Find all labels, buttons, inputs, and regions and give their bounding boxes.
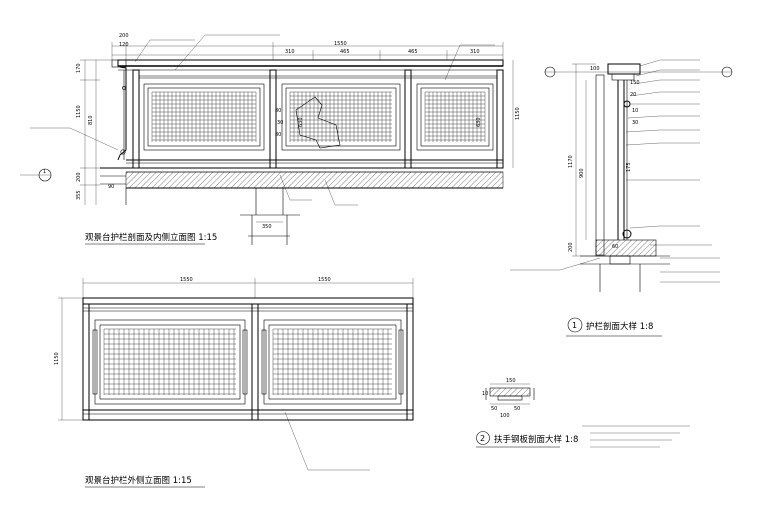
dim-310-left: 310 [285,49,295,55]
dim-80-a: 80 [275,108,281,114]
handrail-dim-50-a: 50 [491,406,497,412]
mesh-panel-right [424,91,486,142]
dim-355: 355 [76,190,82,200]
dim-120: 120 [119,42,129,48]
detail-dim-900: 900 [579,168,585,178]
dim-1550: 1550 [334,41,347,47]
detail-dim-150: 150 [630,80,640,86]
detail-dim-60: 60 [612,244,618,250]
dim-outer-1550-b: 1550 [318,277,331,283]
detail-number-1: 1 [572,321,577,330]
dim-80-b: 80 [275,132,281,138]
detail-section-drawing: 100 1170 900 200 60 150 20 10 30 175 [510,59,733,292]
outer-mesh-left [103,328,236,395]
detail-dim-200: 200 [568,242,574,252]
dim-630-b: 630 [476,117,482,127]
detail-dim-100: 100 [590,66,600,72]
detail-dim-20: 20 [630,92,636,98]
detail-number-2: 2 [480,434,485,443]
section-elevation-drawing: 200 120 1550 310 465 465 310 170 1150 81… [20,33,521,245]
title-detail-section: 护栏剖面大样 1:8 [586,321,653,332]
dim-170: 170 [76,63,82,73]
dim-200-low: 200 [76,172,82,182]
dim-outer-1150: 1150 [54,352,60,365]
detail-dim-1170: 1170 [568,155,574,168]
title-outer-elevation: 观景台护栏外侧立面图 1:15 [85,475,192,486]
outer-elevation-drawing: 1550 1550 1150 [54,277,414,471]
outer-mesh-right [272,328,392,395]
general-notes [582,425,690,448]
mesh-panel-middle [289,91,392,142]
dim-outer-1550-a: 1550 [180,277,193,283]
dim-310-right: 310 [470,49,480,55]
dim-200: 200 [119,33,129,39]
title-section-elevation: 观景台护栏剖面及内侧立面图 1:15 [85,232,217,243]
detail-leaders [510,59,720,283]
handrail-dim-100: 100 [500,413,510,419]
dim-810: 810 [88,115,94,125]
section-marker-number: 1 [43,169,46,175]
dim-90: 90 [108,184,114,190]
detail-dim-30: 30 [632,120,638,126]
handrail-detail-drawing: 150 50 50 100 10 [482,378,535,419]
mesh-panel-left [151,91,257,142]
detail-dim-175: 175 [626,162,632,172]
dim-630-a: 630 [298,117,304,127]
dim-30: 30 [277,120,283,126]
dim-1150: 1150 [76,105,82,118]
dim-465-a: 465 [340,49,350,55]
detail-dim-10: 10 [632,108,638,114]
handrail-dim-150: 150 [506,378,516,384]
dim-465-b: 465 [408,49,418,55]
handrail-dim-10: 10 [482,391,488,397]
handrail-dim-50-b: 50 [514,406,520,412]
dim-350: 350 [262,224,272,230]
dim-1150-right: 1150 [515,107,521,120]
title-handrail-detail: 扶手钢板剖面大样 1:8 [494,434,578,445]
